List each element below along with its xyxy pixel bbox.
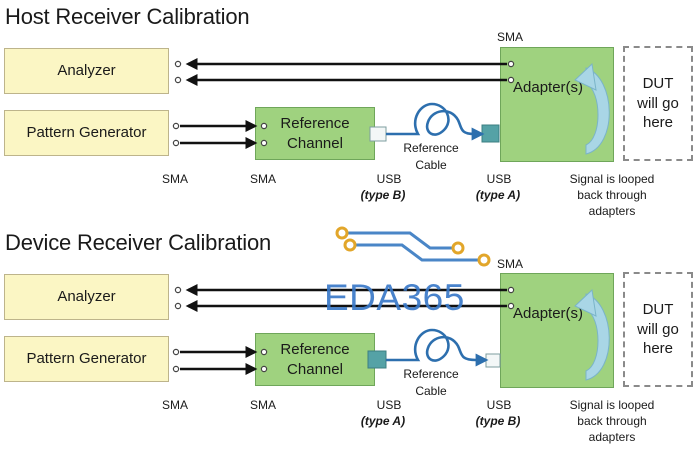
bottom-signal-line3: adapters <box>588 430 636 444</box>
bottom-analyzer-box: Analyzer <box>4 274 169 320</box>
top-pattern-generator-box: Pattern Generator <box>4 110 169 156</box>
bottom-dut-line3: here <box>642 340 674 358</box>
device-calibration-title: Device Receiver Calibration <box>5 230 272 255</box>
top-reference-channel-box: Reference Channel <box>255 107 375 160</box>
bottom-pattern-generator-box: Pattern Generator <box>4 336 169 382</box>
top-sma-left-label: SMA <box>162 172 189 186</box>
bottom-adapter-label: Adapter(s) <box>513 305 584 322</box>
top-reference-channel-line2: Channel <box>287 134 343 152</box>
bottom-usb-left-label: USB <box>376 398 402 412</box>
top-usb-right-label: USB <box>486 172 512 186</box>
top-reference-channel-line1: Reference <box>280 115 350 132</box>
top-sma-mid-label: SMA <box>250 172 277 186</box>
top-adapter-label: Adapter(s) <box>513 79 584 96</box>
bottom-reference-channel-box: Reference Channel <box>255 333 375 386</box>
top-signal-line3: adapters <box>588 204 636 218</box>
top-signal-line1: Signal is looped <box>569 172 655 186</box>
bottom-pattern-to-channel-arrows <box>172 346 268 375</box>
bottom-dut-line1: DUT <box>642 301 674 319</box>
bottom-usb-cable <box>367 328 501 369</box>
host-calibration-title: Host Receiver Calibration <box>5 4 250 29</box>
top-analyzer-return-arrows <box>174 58 515 86</box>
bottom-sma-mid-label: SMA <box>250 398 277 412</box>
bottom-analyzer-label: Analyzer <box>57 288 116 306</box>
bottom-pattern-generator-label: Pattern Generator <box>26 350 147 368</box>
bottom-reference-channel-line2: Channel <box>287 360 343 378</box>
bottom-dut-line2: will go <box>637 320 679 338</box>
top-dut-line3: here <box>642 114 674 132</box>
top-usb-right-type: (type A) <box>475 188 521 202</box>
top-pattern-to-channel-arrows <box>172 120 268 149</box>
top-analyzer-label: Analyzer <box>57 62 116 80</box>
top-usb-left-label: USB <box>376 172 402 186</box>
top-signal-line2: back through <box>577 188 647 202</box>
watermark-circuit-graphic <box>335 226 491 267</box>
bottom-loop-arrow <box>574 288 610 381</box>
bottom-usb-right-type: (type B) <box>475 414 521 428</box>
bottom-sma-top-label: SMA <box>497 257 524 271</box>
top-dut-line1: DUT <box>642 75 674 93</box>
bottom-reference-channel-line1: Reference <box>280 341 350 358</box>
top-analyzer-box: Analyzer <box>4 48 169 94</box>
top-sma-top-label: SMA <box>497 30 524 44</box>
top-reference-cable-line2: Cable <box>415 158 447 172</box>
bottom-reference-cable-line2: Cable <box>415 384 447 398</box>
top-loop-arrow <box>574 62 610 155</box>
top-dut-box: DUT will go here <box>623 46 693 161</box>
bottom-usb-left-type: (type A) <box>360 414 406 428</box>
bottom-reference-cable-line1: Reference <box>403 367 459 381</box>
eda365-watermark: EDA365 <box>324 277 465 318</box>
top-pattern-generator-label: Pattern Generator <box>26 124 147 142</box>
bottom-sma-left-label: SMA <box>162 398 189 412</box>
bottom-usb-right-label: USB <box>486 398 512 412</box>
top-usb-left-type: (type B) <box>360 188 406 202</box>
bottom-analyzer-return-arrows <box>174 284 515 312</box>
bottom-signal-line1: Signal is looped <box>569 398 655 412</box>
top-dut-line2: will go <box>637 94 679 112</box>
bottom-dut-box: DUT will go here <box>623 272 693 387</box>
bottom-signal-line2: back through <box>577 414 647 428</box>
top-usb-cable <box>369 102 500 143</box>
top-reference-cable-line1: Reference <box>403 141 459 155</box>
